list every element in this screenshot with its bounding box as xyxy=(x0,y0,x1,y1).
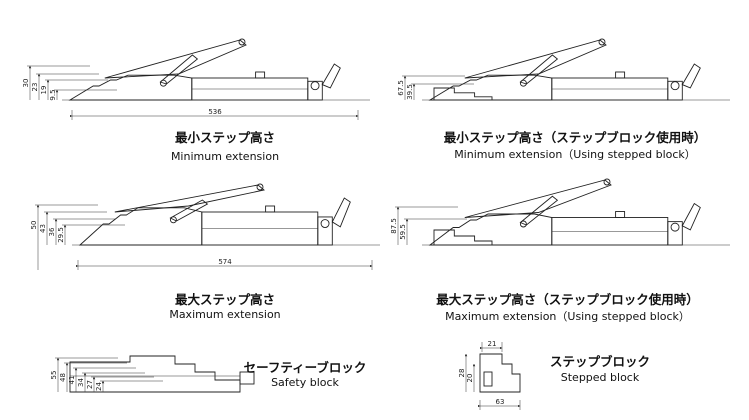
support-link xyxy=(519,54,559,85)
link-pivot-pin xyxy=(519,79,527,87)
release-valve-icon xyxy=(320,219,330,229)
link-pivot-pin xyxy=(519,220,527,228)
stepped-h20-label: 20 xyxy=(466,374,474,383)
stepped-length-label: 63 xyxy=(496,398,505,406)
arm-pivot-pin xyxy=(603,178,611,186)
maxb-dim-label-0: 87.5 xyxy=(390,218,398,234)
title-max-en: Maximum extension xyxy=(169,308,281,321)
release-valve-icon xyxy=(310,81,320,91)
release-valve-icon xyxy=(670,222,680,232)
max-dim-label-3: 29.5 xyxy=(57,227,65,243)
handle-socket xyxy=(681,63,701,89)
title-min-block-jp: 最小ステップ高さ（ステップブロック使用時） xyxy=(443,130,707,145)
title-safety-en: Safety block xyxy=(271,376,339,389)
support-link xyxy=(519,195,559,226)
lifting-arm xyxy=(464,39,607,79)
min-dim-label-3: 9.5 xyxy=(49,89,57,100)
max-length-label: 574 xyxy=(218,258,232,266)
minb-dim-label-0: 67.5 xyxy=(397,80,405,96)
fill-cap xyxy=(615,211,626,218)
arm-pivot-pin xyxy=(598,38,606,46)
max-dim-label-0: 50 xyxy=(30,221,38,230)
safety-block-handle xyxy=(239,371,255,385)
arm-pivot-pin xyxy=(238,38,246,46)
title-stepped-jp: ステップブロック xyxy=(549,354,650,369)
stepped-block xyxy=(433,87,493,101)
minb-dim-label-1: 39.5 xyxy=(406,84,414,100)
support-link xyxy=(169,199,209,222)
release-valve-icon xyxy=(670,81,680,91)
lifting-arm xyxy=(104,39,247,79)
handle-socket xyxy=(321,63,341,89)
stepped-block-outline xyxy=(479,353,521,393)
lifting-arm xyxy=(464,179,612,218)
pump-head xyxy=(317,216,333,246)
fill-cap xyxy=(255,71,266,79)
safety-dim-label-0: 55 xyxy=(50,371,58,380)
stepped-h28-label: 28 xyxy=(458,369,466,378)
arm-pivot-pin xyxy=(256,183,264,191)
jack-toe xyxy=(68,74,193,101)
support-link xyxy=(159,54,199,85)
jack-toe xyxy=(428,213,553,246)
pump-head xyxy=(667,80,683,101)
stepped-block xyxy=(433,229,493,246)
safety-dim-label-1: 48 xyxy=(59,373,67,382)
min-dim-label-1: 23 xyxy=(31,83,39,92)
handle-socket xyxy=(331,197,351,228)
fill-cap xyxy=(265,205,276,213)
safety-dim-label-2: 41 xyxy=(68,376,76,385)
stepped-top-width-label: 21 xyxy=(488,340,497,348)
pump-head xyxy=(307,80,323,101)
lifting-arm xyxy=(114,184,266,213)
title-max-jp: 最大ステップ高さ xyxy=(174,292,275,307)
pump-head xyxy=(667,221,683,246)
link-pivot-pin xyxy=(169,216,177,224)
handle-socket xyxy=(681,202,701,231)
title-max-block-en: Maximum extension（Using stepped block） xyxy=(445,310,690,323)
title-min-jp: 最小ステップ高さ xyxy=(174,130,275,145)
stepped-block-slot xyxy=(483,371,493,387)
title-max-block-jp: 最大ステップ高さ（ステップブロック使用時） xyxy=(436,292,699,307)
title-min-block-en: Minimum extension（Using stepped block） xyxy=(454,148,696,161)
min-dim-label-2: 19 xyxy=(40,86,48,95)
safety-dim-label-4: 27 xyxy=(86,380,94,389)
max-dim-label-1: 43 xyxy=(39,224,47,233)
safety-dim-label-5: 24 xyxy=(95,382,103,391)
min-length-label: 536 xyxy=(208,108,222,116)
title-stepped-en: Stepped block xyxy=(560,371,640,384)
link-pivot-pin xyxy=(159,79,167,87)
min-dim-label-0: 30 xyxy=(22,79,30,88)
maxb-dim-label-1: 59.5 xyxy=(399,224,407,240)
fill-cap xyxy=(615,71,626,79)
jack-toe xyxy=(78,207,203,246)
title-min-en: Minimum extension xyxy=(170,150,280,163)
max-dim-label-2: 36 xyxy=(48,227,56,236)
safety-dim-label-3: 34 xyxy=(77,378,85,387)
title-safety-jp: セーフティーブロック xyxy=(243,360,367,375)
